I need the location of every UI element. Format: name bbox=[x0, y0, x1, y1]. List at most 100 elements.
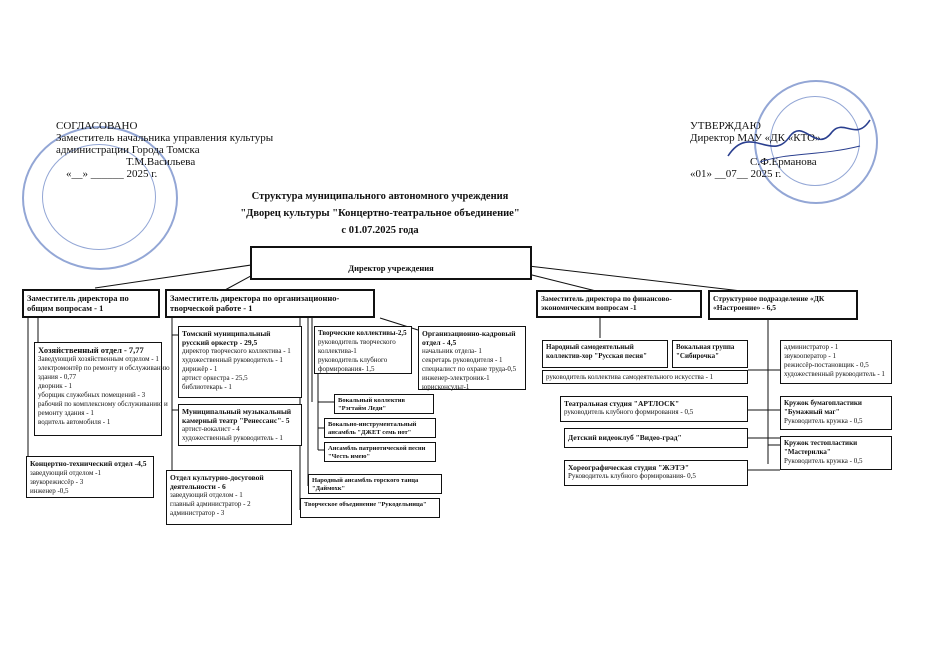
choir-head-label: руководитель коллектива самодеятельного … bbox=[546, 373, 714, 381]
list-item: уборщик служебных помещений - 3 bbox=[38, 391, 146, 399]
vocal-ragtime-label: Вокальный коллектив "Рэгтайм Леди" bbox=[338, 397, 406, 412]
approval-right-line1: Директор МАУ «ДК «КТО» bbox=[690, 132, 821, 144]
doc-title-line2: "Дворец культуры "Концертно-театральное … bbox=[240, 208, 520, 219]
artlosk-title: Театральная студия "АРТЛОСК" bbox=[564, 399, 680, 408]
zhete-box: Хореографическая студия "ЖЭТЭ" Руководит… bbox=[564, 460, 748, 486]
household-dept-box: Хозяйственный отдел - 7,77 Заведующий хо… bbox=[34, 342, 170, 436]
list-item: водитель автомобиля - 1 bbox=[38, 418, 111, 426]
jazz-sem-not-label: Вокально-инструментальный ансамбль "ДЖЕТ… bbox=[328, 421, 417, 436]
approval-left-line2: администрации Города Томска bbox=[56, 144, 200, 156]
list-item: звукооператор - 1 bbox=[784, 352, 836, 360]
deputy-general-box: Заместитель директора по общим вопросам … bbox=[22, 289, 160, 318]
video-club-box: Детский видеоклуб "Видео-град" bbox=[564, 428, 748, 448]
bumazh-sub: Руководитель кружка - 0,5 bbox=[784, 417, 863, 425]
hr-dept-box: Организационно-кадровый отдел - 4,5 нача… bbox=[418, 326, 526, 391]
list-item: режиссёр-постановщик - 0,5 bbox=[784, 361, 869, 369]
doc-title: Структура муниципального автономного учр… bbox=[200, 188, 560, 239]
choir-head-box: руководитель коллектива самодеятельного … bbox=[542, 370, 748, 384]
list-item: коллектива-1 bbox=[318, 347, 357, 355]
testo-box: Кружок тестопластики "Мастерилка" Руково… bbox=[780, 436, 892, 470]
director-label: Директор учреждения bbox=[348, 263, 434, 273]
orchestra-box: Томский муниципальный русский оркестр - … bbox=[178, 326, 302, 398]
list-item: руководитель творческого bbox=[318, 338, 396, 346]
list-item: здания - 0,77 bbox=[38, 373, 77, 381]
artlosk-sub: руководитель клубного формирования - 0,5 bbox=[564, 408, 694, 416]
testo-title: Кружок тестопластики "Мастерилка" bbox=[784, 439, 858, 456]
list-item: артист-вокалист - 4 bbox=[182, 425, 240, 433]
list-item: художественный руководитель - 1 bbox=[784, 370, 885, 378]
list-item: главный администратор - 2 bbox=[170, 500, 251, 508]
patriotic-ensemble-label: Ансамбль патриотической песни "Честь име… bbox=[328, 445, 426, 460]
artlosk-box: Театральная студия "АРТЛОСК" руководител… bbox=[560, 396, 748, 422]
choir-box: Народный самодеятельный коллектив-хор "Р… bbox=[542, 340, 668, 368]
list-item: формирования- 1,5 bbox=[318, 365, 375, 373]
choir-label: Народный самодеятельный коллектив-хор "Р… bbox=[546, 343, 647, 360]
list-item: администратор - 1 bbox=[784, 343, 839, 351]
approval-right-date: «01» __07__ 2025 г. bbox=[690, 168, 782, 180]
deputy-creative-box: Заместитель директора по организационно-… bbox=[165, 289, 375, 318]
dance-ensemble-box: Народный ансамбль горского танца "Даймох… bbox=[308, 474, 442, 494]
bumazh-box: Кружок бумагопластики "Бумажный маг" Рук… bbox=[780, 396, 892, 430]
renaissance-title: Муниципальный музыкальный камерный театр… bbox=[182, 407, 292, 425]
zhete-title: Хореографическая студия "ЖЭТЭ" bbox=[568, 463, 690, 472]
stamp-left-seal bbox=[22, 126, 178, 270]
nastroenie-box: Структурное подразделение «ДК «Настроени… bbox=[708, 290, 858, 320]
zhete-sub: Руководитель клубного формирования- 0,5 bbox=[568, 472, 696, 480]
list-item: художественный руководитель - 1 bbox=[182, 356, 283, 364]
signature-right bbox=[727, 119, 871, 163]
list-item: секретарь руководителя - 1 bbox=[422, 356, 503, 364]
list-item: ремонту здания - 1 bbox=[38, 409, 94, 417]
dance-ensemble-label: Народный ансамбль горского танца "Даймох… bbox=[312, 477, 419, 492]
approval-right-signer: С.Ф.Ерманова bbox=[750, 156, 817, 168]
list-item: дворник - 1 bbox=[38, 382, 73, 390]
jazz-sem-not-box: Вокально-инструментальный ансамбль "ДЖЕТ… bbox=[324, 418, 436, 438]
creative-groups-box: Творческие коллективы-2,5 руководитель т… bbox=[314, 326, 412, 374]
list-item: начальник отдела- 1 bbox=[422, 347, 482, 355]
approval-left-date: «__» ______ 2025 г. bbox=[66, 168, 158, 180]
list-item: библиотекарь - 1 bbox=[182, 383, 232, 391]
approval-left-title: СОГЛАСОВАНО bbox=[56, 120, 138, 132]
patriotic-ensemble-box: Ансамбль патриотической песни "Честь име… bbox=[324, 442, 436, 462]
doc-title-line1: Структура муниципального автономного учр… bbox=[251, 191, 509, 202]
concert-tech-dept-box: Концертно-технический отдел -4,5 заведую… bbox=[26, 456, 154, 498]
rukodelnitsa-box: Творческое объединение "Рукодельница" bbox=[300, 498, 440, 518]
concert-tech-dept-title: Концертно-технический отдел -4,5 bbox=[30, 459, 147, 468]
vocal-ragtime-box: Вокальный коллектив "Рэгтайм Леди" bbox=[334, 394, 434, 414]
approval-right-title: УТВЕРЖДАЮ bbox=[690, 120, 761, 132]
approval-left-signer: Т.М.Васильева bbox=[126, 156, 196, 168]
list-item: заведующий отделом - 1 bbox=[170, 491, 243, 499]
video-club-label: Детский видеоклуб "Видео-град" bbox=[568, 433, 682, 442]
list-item: дирижёр - 1 bbox=[182, 365, 218, 373]
creative-groups-title: Творческие коллективы-2,5 bbox=[318, 329, 407, 337]
deputy-finance-box: Заместитель директора по финансово-эконо… bbox=[536, 290, 702, 318]
approval-left-line1: Заместитель начальника управления культу… bbox=[56, 132, 274, 144]
deputy-general-title: Заместитель директора по общим вопросам … bbox=[27, 293, 129, 313]
hr-dept-title: Организационно-кадровый отдел - 4,5 bbox=[422, 329, 516, 347]
leisure-dept-box: Отдел культурно-досуговой деятельности -… bbox=[166, 470, 292, 525]
list-item: специалист по охране труда-0,5 bbox=[422, 365, 517, 373]
list-item: рабочий по комплексному обслуживанию и bbox=[38, 400, 168, 408]
list-item: заведующий отделом -1 bbox=[30, 469, 101, 477]
list-item: директор творческого коллектива - 1 bbox=[182, 347, 291, 355]
renaissance-box: Муниципальный музыкальный камерный театр… bbox=[178, 404, 302, 446]
household-dept-title: Хозяйственный отдел - 7,77 bbox=[38, 345, 144, 355]
director-box: Директор учреждения bbox=[250, 246, 532, 280]
leisure-dept-title: Отдел культурно-досуговой деятельности -… bbox=[170, 473, 264, 491]
nastroenie-staff-box: администратор - 1 звукооператор - 1 режи… bbox=[780, 340, 892, 384]
household-dept-items: Заведующий хозяйственным отделом - 1 эле… bbox=[38, 355, 170, 427]
list-item: звукорежиссёр - 3 bbox=[30, 478, 84, 486]
list-item: артист оркестра - 25,5 bbox=[182, 374, 248, 382]
testo-sub: Руководитель кружка - 0,5 bbox=[784, 457, 863, 465]
orchestra-title: Томский муниципальный русский оркестр - … bbox=[182, 329, 271, 347]
list-item: электромонтёр по ремонту и обслуживанию bbox=[38, 364, 170, 372]
approval-right: УТВЕРЖДАЮ Директор МАУ «ДК «КТО» С.Ф.Ерм… bbox=[690, 120, 910, 180]
list-item: администратор - 3 bbox=[170, 509, 225, 517]
sibirochka-box: Вокальная группа "Сибирочка" bbox=[672, 340, 748, 368]
list-item: руководитель клубного bbox=[318, 356, 388, 364]
bumazh-title: Кружок бумагопластики "Бумажный маг" bbox=[784, 399, 862, 416]
rukodelnitsa-label: Творческое объединение "Рукодельница" bbox=[304, 501, 427, 508]
deputy-creative-title: Заместитель директора по организационно-… bbox=[170, 293, 340, 313]
list-item: художественный руководитель - 1 bbox=[182, 434, 283, 442]
list-item: инженер -0,5 bbox=[30, 487, 69, 495]
